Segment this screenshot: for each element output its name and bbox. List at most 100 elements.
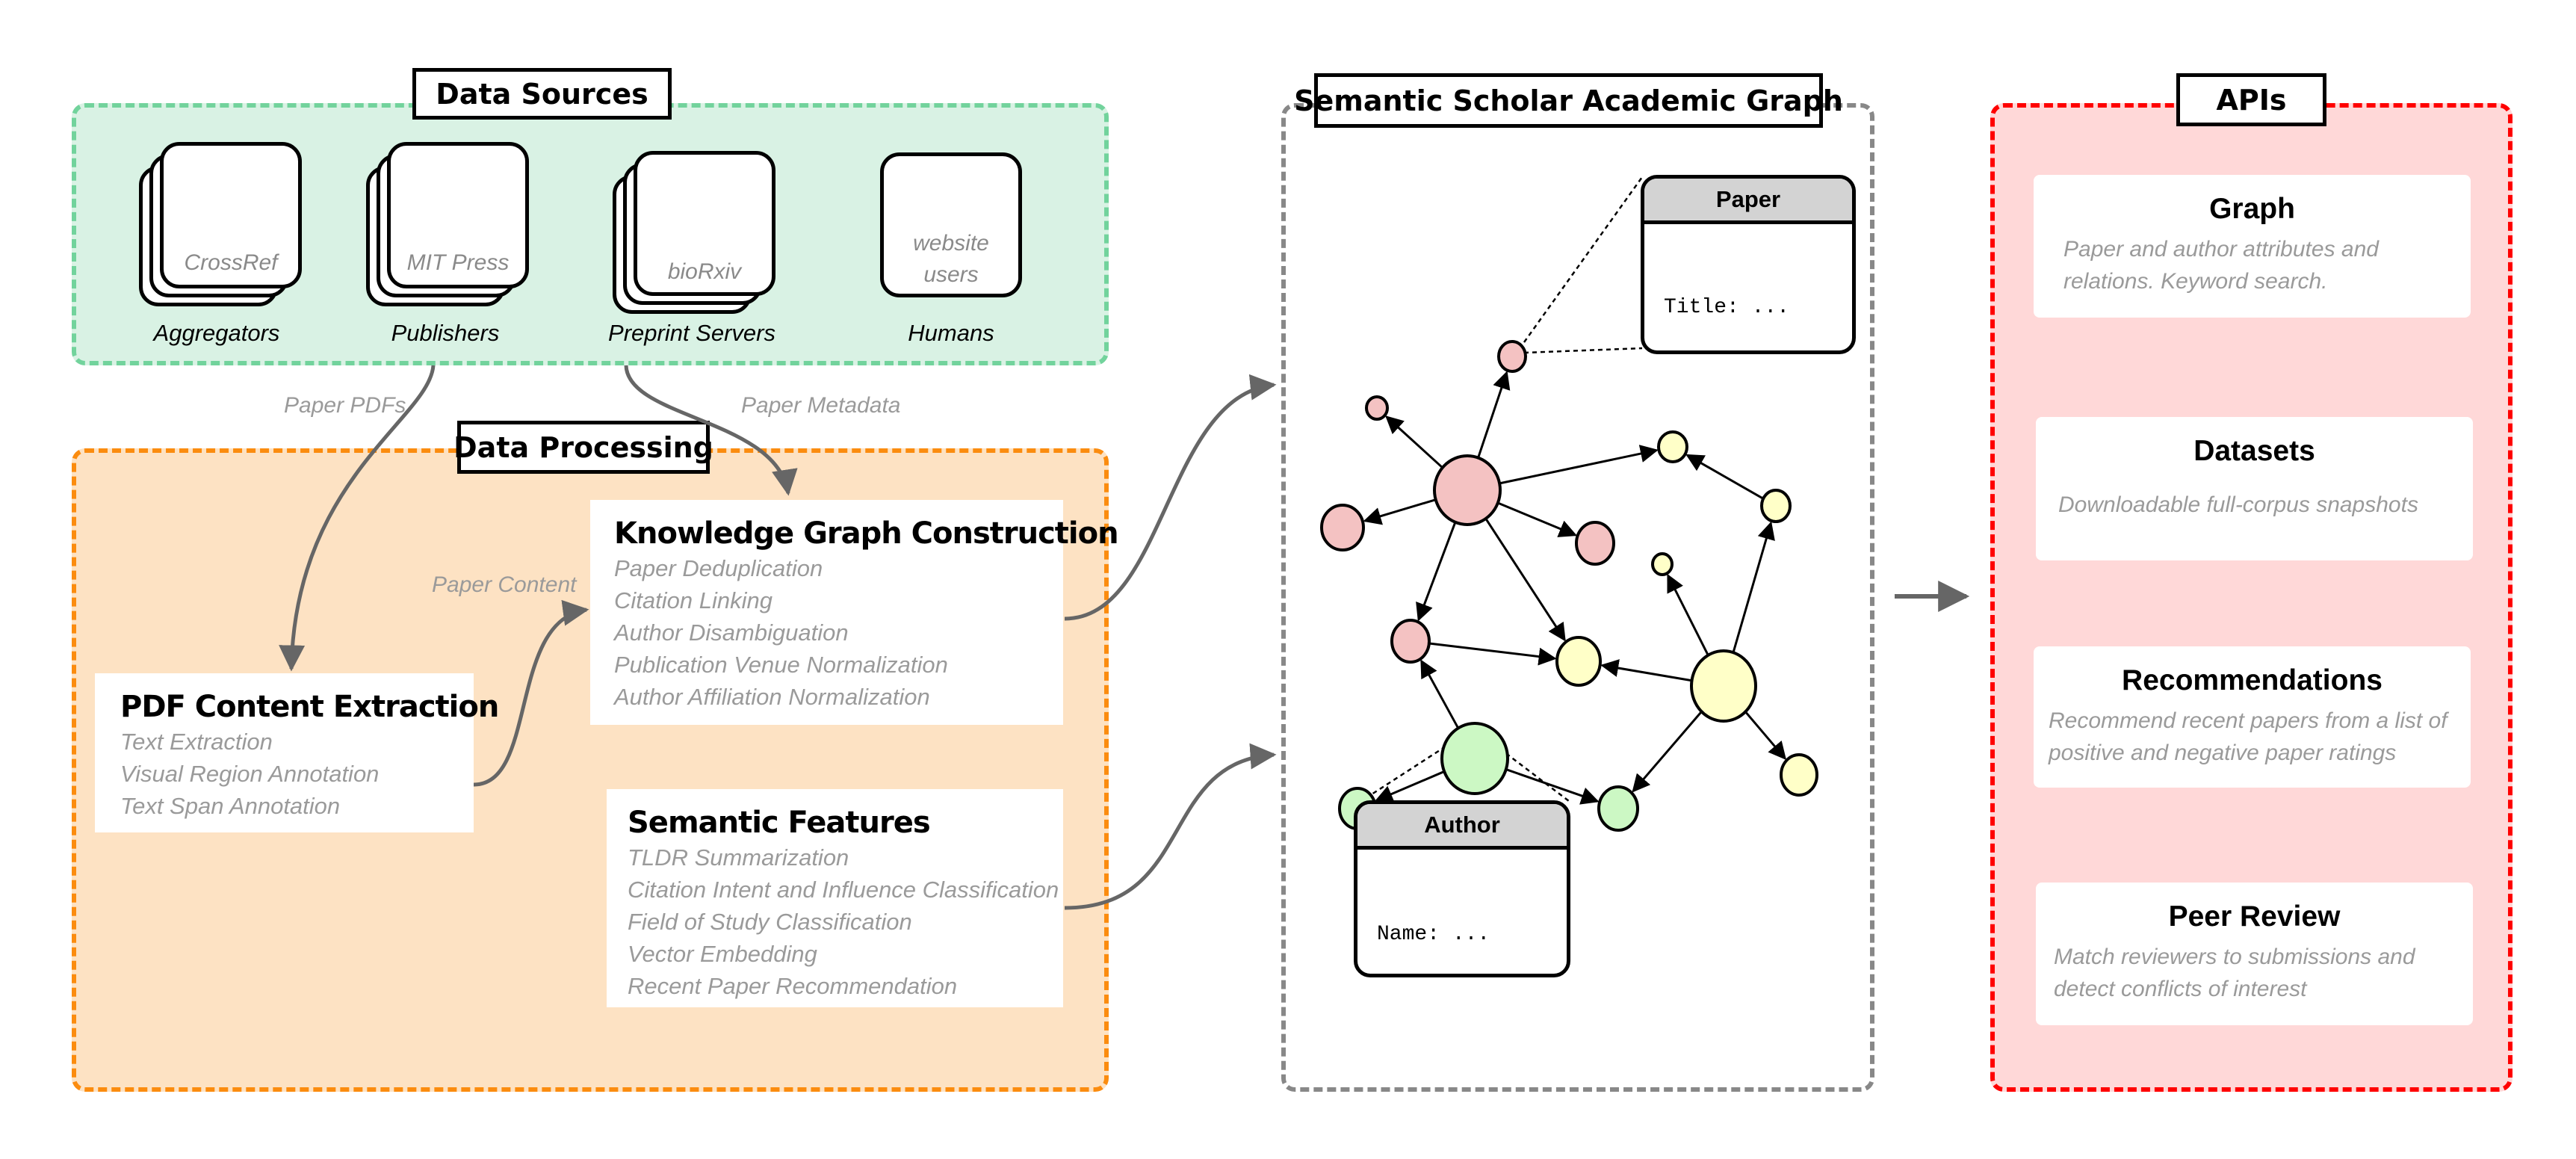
api-title: Peer Review	[2168, 900, 2341, 933]
list-item: Paper Deduplication	[614, 555, 823, 581]
graph-node-venue[interactable]	[1760, 489, 1792, 523]
api-title: Recommendations	[2122, 664, 2383, 696]
graph-edge-p_hub-p_mid	[1416, 522, 1457, 622]
graph-node-venue[interactable]	[1651, 552, 1674, 576]
graph-edge-y_hub-y_bottom	[1744, 711, 1787, 761]
api-card-graph[interactable]: Graph Paper and author attributes and re…	[2034, 175, 2471, 318]
list-item: Recent Paper Recommendation	[628, 973, 958, 999]
list-item: Text Span Annotation	[120, 793, 341, 819]
semantic-features-items: TLDR Summarization Citation Intent and I…	[628, 841, 1059, 1002]
api-desc-line1: Paper and author attributes and	[2063, 237, 2379, 262]
arrow-label-paper-metadata: Paper Metadata	[741, 393, 901, 418]
graph-edge-y_hub-g_right	[1632, 711, 1703, 793]
kg-construction-card: Knowledge Graph Construction Paper Dedup…	[590, 500, 1119, 725]
arrow-label-paper-pdfs: Paper PDFs	[284, 393, 406, 418]
author-schema-box: Author Name: ... Statistics: ... ...	[1354, 800, 1570, 977]
pdf-extraction-items: Text Extraction Visual Region Annotation…	[120, 726, 379, 822]
flow-arrow-paper-pdfs	[279, 365, 436, 672]
kg-construction-title: Knowledge Graph Construction	[614, 516, 1119, 551]
graph-node-venue[interactable]	[1555, 636, 1602, 687]
list-item: Field of Study Classification	[628, 909, 912, 935]
graph-edge-p_hub-p_small	[1385, 415, 1443, 469]
document-card: MIT Press	[387, 142, 529, 288]
api-card-peer-review[interactable]: Peer Review Match reviewers to submissio…	[2036, 883, 2473, 1025]
flow-arrow-kg-to-graph	[1064, 374, 1277, 621]
source-category: Humans	[908, 320, 994, 346]
flow-arrow-paper-content	[473, 599, 589, 787]
api-title: Datasets	[2193, 435, 2315, 467]
paper-schema-fields: Title: ... Abstract: ... ...	[1664, 244, 1827, 350]
graph-edge-p_hub-p_left	[1363, 498, 1437, 525]
list-item: Citation Linking	[614, 587, 773, 614]
api-desc-line2: positive and negative paper ratings	[2049, 741, 2397, 765]
semantic-features-card: Semantic Features TLDR Summarization Cit…	[607, 789, 1063, 1007]
graph-node-venue[interactable]	[1690, 649, 1757, 723]
paper-schema-box: Paper Title: ... Abstract: ... ...	[1641, 175, 1856, 354]
graph-edge-y_hub-y_mid	[1600, 659, 1692, 682]
document-card: bioRxiv	[634, 151, 775, 296]
source-category: Publishers	[391, 320, 500, 346]
list-item: Vector Embedding	[628, 941, 817, 967]
source-category: Preprint Servers	[608, 320, 775, 346]
pdf-extraction-title: PDF Content Extraction	[120, 690, 499, 724]
api-card-datasets[interactable]: Datasets Downloadable full-corpus snapsh…	[2036, 417, 2473, 560]
paper-zoom-connector	[1523, 176, 1644, 354]
data-processing-title: Data Processing	[453, 421, 713, 474]
data-sources-title: Data Sources	[412, 68, 672, 120]
graph-node-author[interactable]	[1440, 722, 1509, 795]
paper-schema-header: Paper	[1644, 179, 1852, 224]
graph-node-venue[interactable]	[1657, 430, 1688, 463]
author-schema-fields: Name: ... Statistics: ... ...	[1377, 871, 1565, 974]
api-desc-line1: Downloadable full-corpus snapshots	[2058, 492, 2418, 517]
person-card: website users	[880, 152, 1022, 297]
graph-edge-g_hub-g_left	[1374, 770, 1445, 803]
flow-arrow-features-to-graph	[1064, 743, 1277, 910]
schema-field: Name: ...	[1377, 923, 1490, 946]
graph-edge-p_hub-p_top	[1477, 371, 1511, 459]
api-desc-line2: relations. Keyword search.	[2063, 269, 2328, 294]
graph-node-paper[interactable]	[1320, 504, 1365, 551]
kg-construction-items: Paper Deduplication Citation Linking Aut…	[614, 552, 948, 713]
graph-edge-g_hub-g_right	[1505, 768, 1600, 805]
list-item: Publication Venue Normalization	[614, 652, 948, 678]
api-desc-line1: Recommend recent papers from a list of	[2049, 708, 2447, 733]
graph-edge-y_hub-y_right	[1732, 521, 1775, 653]
api-card-recommendations[interactable]: Recommendations Recommend recent papers …	[2034, 646, 2471, 788]
source-category: Aggregators	[153, 320, 280, 346]
pdf-extraction-card: PDF Content Extraction Text Extraction V…	[95, 673, 499, 832]
schema-field: Title: ...	[1664, 296, 1790, 319]
api-desc-line2: detect conflicts of interest	[2054, 977, 2307, 1001]
source-name: CrossRef	[184, 250, 278, 275]
graph-edge-g_hub-p_mid	[1420, 659, 1460, 729]
list-item: Visual Region Annotation	[120, 761, 380, 787]
graph-edge-p_hub-y_mid	[1484, 518, 1566, 642]
graph-node-paper[interactable]	[1497, 340, 1527, 373]
graph-edge-p_hub-y_top	[1499, 445, 1659, 485]
graph-node-paper[interactable]	[1433, 454, 1502, 526]
api-desc-line1: Match reviewers to submissions and	[2054, 945, 2415, 969]
source-name-line1: website	[913, 231, 989, 256]
semantic-features-title: Semantic Features	[628, 806, 931, 840]
source-name: bioRxiv	[667, 259, 742, 284]
source-name-line2: users	[923, 262, 979, 287]
list-item: Text Extraction	[120, 729, 273, 755]
graph-node-venue[interactable]	[1780, 753, 1818, 797]
source-name: MIT Press	[406, 250, 510, 275]
list-item: Author Disambiguation	[614, 619, 849, 646]
academic-graph-title: Semantic Scholar Academic Graph	[1294, 73, 1843, 128]
graph-edge-p_mid-y_mid	[1428, 642, 1557, 666]
list-item: Citation Intent and Influence Classifica…	[628, 877, 1059, 903]
graph-edge-y_hub-y_tiny	[1667, 573, 1709, 656]
graph-node-paper[interactable]	[1575, 521, 1615, 566]
list-item: TLDR Summarization	[628, 844, 849, 871]
graph-node-author[interactable]	[1597, 785, 1639, 832]
graph-edges	[1363, 371, 1787, 805]
document-card: CrossRef	[160, 142, 302, 288]
graph-node-paper[interactable]	[1390, 619, 1431, 664]
list-item: Author Affiliation Normalization	[614, 684, 930, 710]
flow-arrow-paper-metadata	[624, 365, 798, 496]
graph-edge-y_right-y_top	[1685, 454, 1764, 500]
graph-edge-p_hub-p_right	[1497, 501, 1578, 537]
graph-node-paper[interactable]	[1365, 395, 1389, 421]
